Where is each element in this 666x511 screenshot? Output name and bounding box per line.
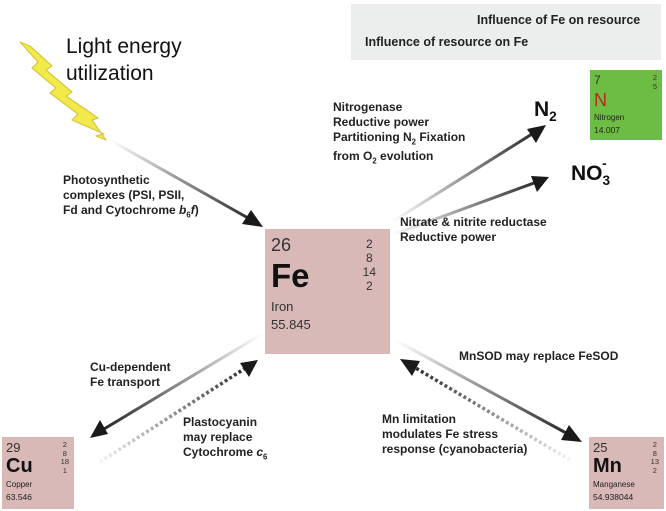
mn-solid-arrow — [394, 338, 582, 442]
no3-arrow — [391, 176, 549, 237]
n2-arrow — [391, 125, 546, 224]
element-mn: 25 Mn Manganese 54.938044 2 8 13 2 — [589, 437, 664, 509]
cu-transport-label: Cu-dependent Fe transport — [90, 360, 171, 390]
nitrate-reductase-label: Nitrate & nitrite reductase Reductive po… — [400, 215, 547, 245]
photo-line-1: Photosynthetic — [63, 173, 150, 187]
photosynthesis-arrow — [109, 138, 263, 227]
plasto-line-1: Plastocyanin — [183, 415, 258, 429]
element-name: Copper — [6, 480, 33, 489]
electron-shells: 2 8 18 1 — [60, 440, 69, 475]
element-cu: 29 Cu Copper 63.546 2 8 18 1 — [2, 437, 74, 509]
atomic-mass: 54.938044 — [593, 492, 634, 502]
atomic-mass: 55.845 — [271, 317, 311, 332]
mnlim-line-3: response (cyanobacteria) — [382, 442, 528, 456]
no3-label: NO3- — [571, 156, 611, 189]
element-name: Nitrogen — [594, 113, 625, 122]
atomic-number: 7 — [594, 73, 601, 87]
element-n: 7 N Nitrogen 14.007 2 5 — [590, 70, 662, 140]
element-symbol: Fe — [271, 257, 310, 294]
element-fe: 26 Fe Iron 55.845 2 8 14 2 — [265, 229, 390, 354]
plastocyanin-label: Plastocyanin may replace Cytochrome c6 — [183, 415, 267, 464]
mn-dotted-arrow — [400, 359, 571, 462]
nitrate-line-2: Reductive power — [400, 230, 497, 244]
mnsod-label: MnSOD may replace FeSOD — [459, 349, 618, 364]
electron-shells: 2 8 13 2 — [650, 440, 659, 475]
mn-limitation-label: Mn limitation modulates Fe stress respon… — [382, 412, 527, 457]
nitro-line-4: from O2 evolution — [333, 149, 434, 166]
light-line-1: Light energy — [66, 35, 182, 58]
element-symbol: Cu — [6, 455, 33, 477]
nitro-line-3: Partitioning N2 Fixation — [333, 130, 466, 147]
plasto-line-3: Cytochrome c6 — [183, 445, 268, 462]
element-symbol: Mn — [593, 455, 622, 477]
cu-transport-line-2: Fe transport — [90, 375, 161, 389]
electron-shells: 2 8 14 2 — [362, 237, 376, 293]
legend: Influence of Fe on resource Influence of… — [351, 4, 661, 60]
photo-line-3: Fd and Cytochrome b6f) — [63, 203, 199, 220]
atomic-number: 25 — [593, 440, 608, 455]
atomic-number: 29 — [6, 440, 21, 455]
n2-label: N2 — [534, 98, 557, 125]
lightning-bolt-icon — [19, 41, 107, 141]
mnsod-line-1: MnSOD may replace FeSOD — [459, 349, 619, 363]
light-line-2: utilization — [66, 62, 154, 85]
electron-shells: 2 5 — [652, 73, 657, 91]
cu-solid-arrow — [90, 332, 263, 438]
atomic-mass: 63.546 — [6, 492, 32, 502]
light-energy-label: Light energy utilization — [66, 33, 182, 87]
element-name: Iron — [271, 299, 294, 314]
mnlim-line-2: modulates Fe stress — [382, 427, 499, 441]
nitrogenase-label: Nitrogenase Reductive power Partitioning… — [333, 100, 465, 169]
photosynthesis-label: Photosynthetic complexes (PSI, PSII, Fd … — [63, 173, 199, 222]
photo-line-2: complexes (PSI, PSII, — [63, 188, 185, 202]
element-symbol: N — [594, 90, 607, 110]
plasto-line-2: may replace — [183, 430, 253, 444]
nitrate-line-1: Nitrate & nitrite reductase — [400, 215, 547, 229]
atomic-mass: 14.007 — [594, 125, 620, 135]
nitro-line-1: Nitrogenase — [333, 100, 403, 114]
mnlim-line-1: Mn limitation — [382, 412, 456, 426]
nitro-line-2: Reductive power — [333, 115, 430, 129]
legend-solid-label: Influence of Fe on resource — [477, 13, 641, 27]
cu-dotted-arrow — [99, 360, 258, 464]
atomic-number: 26 — [271, 235, 292, 255]
legend-dotted-label: Influence of resource on Fe — [365, 35, 529, 49]
cu-transport-line-1: Cu-dependent — [90, 360, 171, 374]
element-name: Manganese — [593, 480, 635, 489]
